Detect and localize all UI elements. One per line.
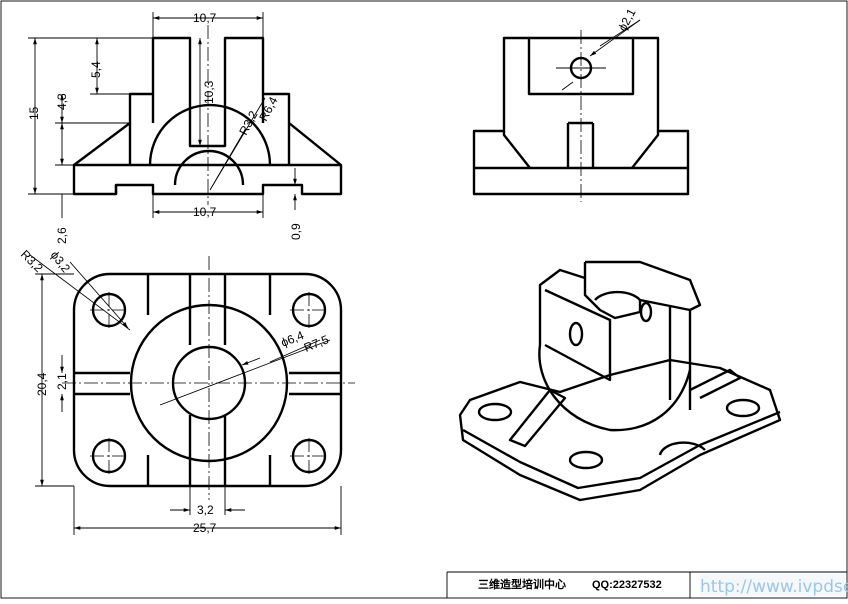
dim-slot-height: 10,3 (202, 80, 216, 104)
title-block: 三维造型培训中心 QQ:22327532 http://www.ivpdse.c… (446, 571, 848, 598)
dim-recess-depth: 0,9 (289, 223, 303, 240)
dim-slot-depth: 5,4 (89, 61, 103, 78)
title-qq: QQ:22327532 (592, 579, 662, 591)
dim-rib-width-v: 2,1 (55, 373, 69, 390)
dim-rib-width-h: 3,2 (197, 503, 214, 517)
watermark-url: http://www.ivpdse.com (700, 577, 848, 597)
dim-total-height: 15 (27, 106, 41, 120)
front-view (28, 12, 343, 218)
isometric-view (458, 260, 782, 502)
title-org: 三维造型培训中心 (478, 577, 566, 591)
dim-base-offset: 2,6 (55, 227, 69, 244)
dim-arc-r-large: R6,4 (256, 94, 280, 123)
watermark-bg (700, 574, 845, 596)
side-view (472, 19, 690, 202)
dim-top-width: 10,7 (193, 11, 217, 25)
dim-hole-dia-side: ϕ2,1 (615, 6, 639, 34)
dim-bottom-width: 10,7 (193, 205, 217, 219)
dim-center-hole-dia: ϕ6,4 (279, 328, 306, 350)
dim-boss-r: R7,5 (302, 332, 331, 355)
dim-plan-height: 20,4 (35, 372, 49, 396)
dim-step-height: 4,3 (55, 93, 69, 110)
dim-plan-width: 25,7 (193, 521, 217, 535)
dim-corner-r: R3,2 (18, 247, 46, 275)
plan-view (29, 254, 355, 535)
